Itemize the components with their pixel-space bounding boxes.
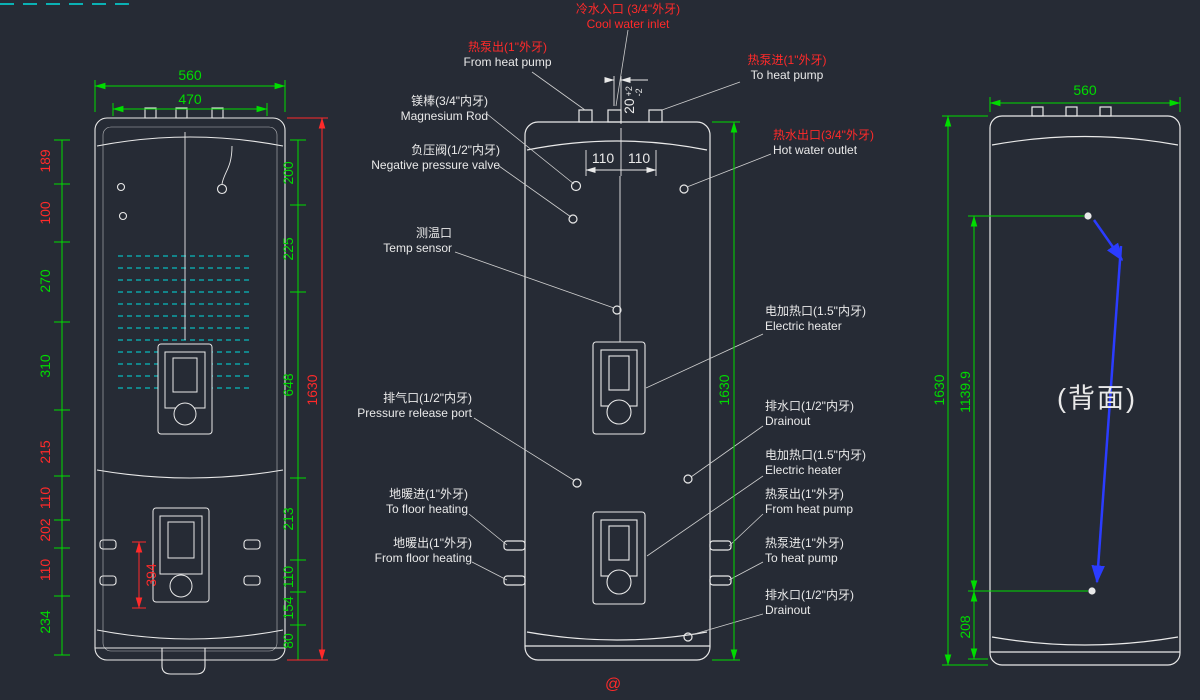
dim-110-b: 110 [37,558,53,582]
dim-100: 100 [37,201,53,225]
label-drainout-lower: 排水口(1/2"内牙) Drainout [765,588,854,617]
left-view-dim-lines [54,80,306,661]
dim-1630-back-view: 1630 [931,374,947,406]
dim-213: 213 [280,507,296,531]
left-view-total-dim-line [132,117,328,661]
dim-1630-front-view: 1630 [716,374,732,406]
dim-394: 394 [143,563,159,587]
back-view-arrows [1091,219,1124,584]
dim-225: 225 [280,237,296,261]
dim-202: 202 [37,518,53,542]
dim-270: 270 [37,269,53,293]
label-electric-heater-upper: 电加热口(1.5"内牙) Electric heater [765,304,866,333]
front-view-heaters [592,341,646,605]
dim-80: 80 [280,633,296,649]
label-negative-pressure-valve: 负压阀(1/2"内牙) Negative pressure valve [371,143,500,172]
left-view-heaters [152,343,213,603]
dim-560-left-view: 560 [178,67,202,83]
label-heat-pump-out-right: 热泵出(1"外牙) From heat pump [765,487,854,516]
label-hot-water-outlet: 热水出口(3/4"外牙) Hot water outlet [773,128,874,157]
label-temp-sensor: 测温口 Temp sensor [383,226,452,255]
tolerance-stack: +2-2 [624,86,644,97]
back-view-dim-lines [942,97,1181,666]
dim-234: 234 [37,610,53,634]
label-magnesium-rod: 镁棒(3/4"内牙) Magnesium Rod [400,94,488,123]
dim-154: 154 [280,596,296,620]
front-view-dim-lines [585,76,657,176]
label-heat-pump-in-right: 热泵进(1"外牙) To heat pump [765,536,844,565]
dim-110-a: 110 [37,486,53,510]
dim-110-front-right: 110 [627,150,651,166]
label-electric-heater-lower: 电加热口(1.5"内牙) Electric heater [765,448,866,477]
dim-110-c: 110 [280,565,296,589]
dim-215: 215 [37,440,53,464]
dim-208: 208 [957,615,973,639]
front-view-height-dim-line [712,121,740,661]
back-view-caption: (背面) [1057,383,1137,414]
dim-560-back-view: 560 [1073,82,1097,98]
label-pressure-release-port: 排气口(1/2"内牙) Pressure release port [357,391,472,420]
dim-310: 310 [37,354,53,378]
label-heat-pump-out-top: 热泵出(1"外牙) From heat pump [463,40,552,69]
dim-110-front-left: 110 [591,150,615,166]
at-watermark: @ [605,676,622,693]
dim-20-tolerance: 20+2-2 [621,86,644,114]
dim-470-left-view: 470 [178,91,202,107]
label-floor-heating-in: 地暖进(1"外牙) To floor heating [385,487,468,516]
dim-648: 648 [280,373,296,397]
left-view-outline [94,107,286,675]
label-floor-heating-out: 地暖出(1"外牙) From floor heating [374,536,472,565]
dim-200: 200 [280,161,296,185]
label-drainout-upper: 排水口(1/2"内牙) Drainout [765,399,854,428]
label-heat-pump-in-top: 热泵进(1"外牙) To heat pump [747,53,827,82]
back-view-outline [989,106,1181,666]
label-cool-water-inlet: 冷水入口 (3/4"外牙) Cool water inlet [575,2,681,31]
dim-189: 189 [37,149,53,173]
dim-1630-left-view: 1630 [304,374,320,406]
dim-1139-9: 1139.9 [957,371,973,413]
